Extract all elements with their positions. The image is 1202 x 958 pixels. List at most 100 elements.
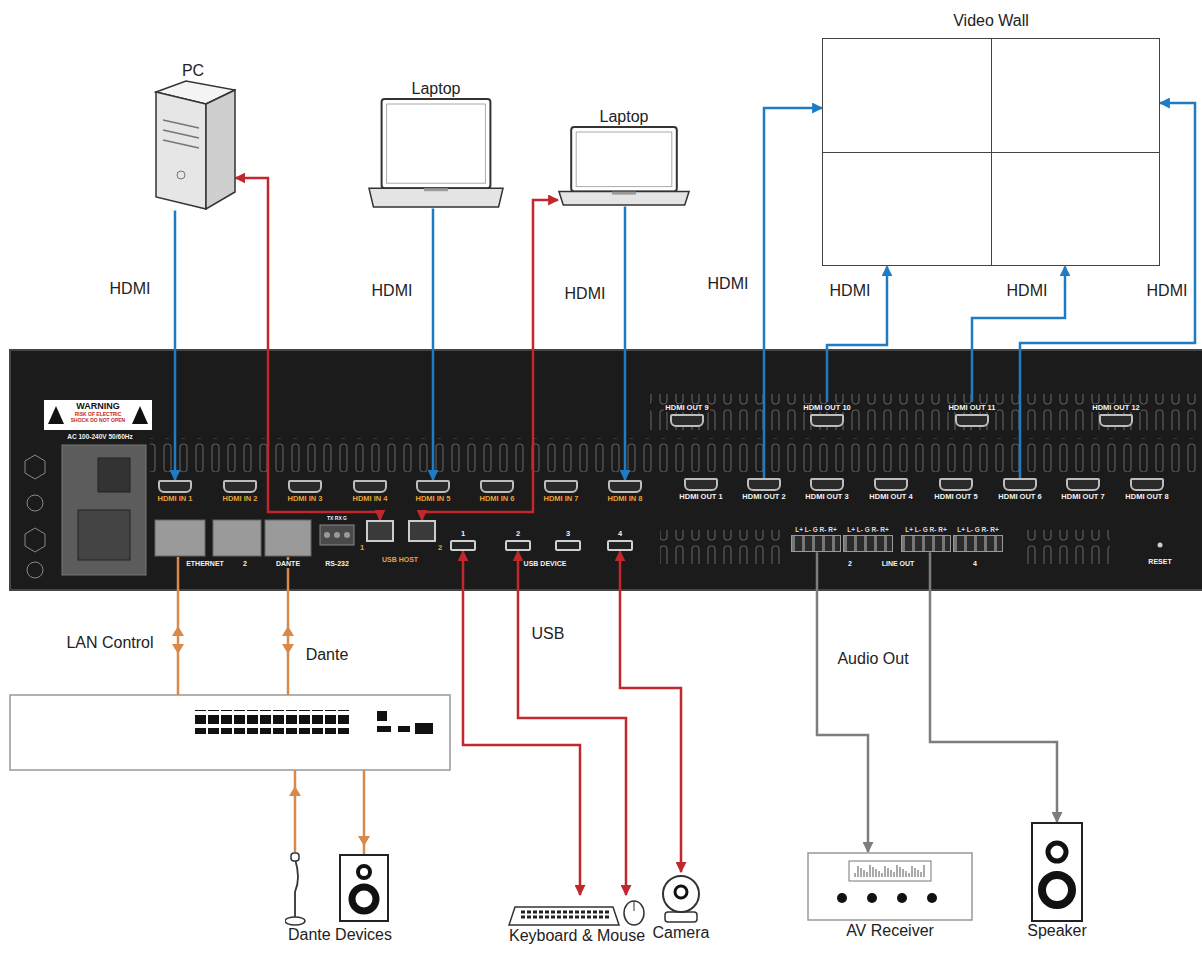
pc-icon	[156, 81, 235, 209]
connector	[463, 551, 580, 895]
network-switch	[195, 710, 351, 734]
port: HDMI IN 4	[351, 480, 388, 505]
device-panel	[660, 530, 780, 564]
speaker-box	[340, 855, 388, 921]
hdmi-connector	[608, 480, 642, 493]
port-label: HDMI OUT 12	[1091, 404, 1141, 412]
dev-label: Video Wall	[951, 12, 1031, 30]
port-label: 4	[617, 530, 623, 538]
dev-label: Dante Devices	[286, 926, 394, 944]
dev-label: Laptop	[598, 108, 651, 126]
warning-plate	[132, 406, 148, 424]
wire-arrowheads	[358, 836, 370, 846]
port-label: HDMI OUT 2	[741, 493, 786, 501]
hdmi-connector	[684, 478, 718, 491]
power-inlet	[27, 495, 43, 511]
hdmi-connector	[874, 478, 908, 491]
panel-label: 2	[847, 560, 853, 568]
network-ports	[213, 520, 261, 556]
connector	[236, 178, 381, 520]
display-bar	[876, 869, 877, 877]
port: HDMI OUT 2	[741, 478, 786, 503]
network-wires	[294, 770, 297, 852]
network-ports	[265, 520, 311, 556]
term-connector	[843, 535, 893, 552]
port: 1	[450, 528, 476, 551]
device-panel	[10, 350, 1202, 590]
dev-label: AV Receiver	[844, 922, 936, 940]
connector-label: HDMI	[1005, 282, 1050, 300]
hdmi-connector	[1130, 478, 1164, 491]
port-label: HDMI IN 8	[606, 495, 643, 503]
receiver-display	[849, 861, 931, 881]
device: Laptop	[558, 108, 690, 206]
port-label: HDMI IN 3	[286, 495, 323, 503]
port-label: L+ L- G R- R+	[904, 526, 948, 533]
display-bar	[858, 866, 859, 877]
connector-label: HDMI	[108, 280, 153, 298]
panel-label: TX RX G	[326, 516, 348, 522]
connector	[620, 551, 681, 872]
port-label: HDMI OUT 1	[678, 493, 723, 501]
term-connector	[901, 535, 951, 552]
network-ports	[1158, 543, 1163, 548]
pc-slot	[163, 140, 199, 148]
display-bar	[861, 868, 862, 877]
network-ports	[155, 520, 1163, 556]
connector	[827, 266, 887, 402]
port-label: HDMI OUT 10	[802, 404, 852, 412]
panel-label: RS-232	[324, 560, 350, 568]
usb-connector	[505, 540, 531, 551]
laptop-screen	[571, 127, 677, 192]
device-panel	[150, 438, 1202, 472]
port: HDMI OUT 12	[1091, 402, 1141, 427]
mic-stem	[295, 859, 298, 917]
hdmi-connector	[288, 480, 322, 493]
port: HDMI OUT 1	[678, 478, 723, 503]
hdmi-connector	[1003, 478, 1037, 491]
port: HDMI IN 8	[606, 480, 643, 505]
speaker-woofer	[352, 887, 376, 911]
usb-connector	[607, 540, 633, 551]
port: L+ L- G R- R+	[791, 524, 841, 552]
wire-arrowheads	[172, 644, 184, 654]
device: PC	[151, 62, 236, 210]
panel-label: LAN Control	[65, 634, 154, 652]
laptop-display	[576, 132, 672, 187]
display-bar	[864, 870, 865, 877]
usb-connector	[555, 540, 581, 551]
panel-label: RISK OF ELECTRIC SHOCK DO NOT OPEN	[67, 412, 129, 423]
connector-label: HDMI	[563, 285, 608, 303]
connector	[972, 266, 1065, 402]
port-label: 3	[565, 530, 571, 538]
speaker-box	[1032, 823, 1082, 921]
mic-head	[291, 853, 299, 861]
port: HDMI IN 2	[221, 480, 258, 505]
hdmi-connector	[939, 478, 973, 491]
hdmi-connector	[810, 414, 844, 427]
port-label: HDMI OUT 9	[664, 404, 709, 412]
connector-label: HDMI	[706, 275, 751, 293]
panel-label: RESET	[1147, 558, 1172, 566]
hdmi-connector	[480, 480, 514, 493]
hdmi-connector	[955, 414, 989, 427]
device: Dante Devices	[285, 850, 395, 944]
port: HDMI OUT 11	[947, 402, 996, 427]
camera-icon	[663, 876, 699, 922]
receiver-knob	[867, 893, 877, 903]
connector-label: HDMI	[828, 282, 873, 300]
port: 4	[607, 528, 633, 551]
panel-label: 2	[242, 560, 248, 568]
display-bar	[906, 871, 907, 877]
hdmi-connector	[158, 480, 192, 493]
wire-arrowheads	[282, 626, 294, 636]
rj-connector	[366, 520, 394, 542]
port-label: HDMI IN 5	[414, 495, 451, 503]
port-label: HDMI OUT 11	[947, 404, 996, 412]
device: AV Receiver	[807, 852, 973, 940]
connector	[817, 552, 868, 852]
device-icon	[1031, 822, 1083, 922]
warning-plate	[44, 400, 152, 430]
network-switch	[377, 726, 391, 732]
